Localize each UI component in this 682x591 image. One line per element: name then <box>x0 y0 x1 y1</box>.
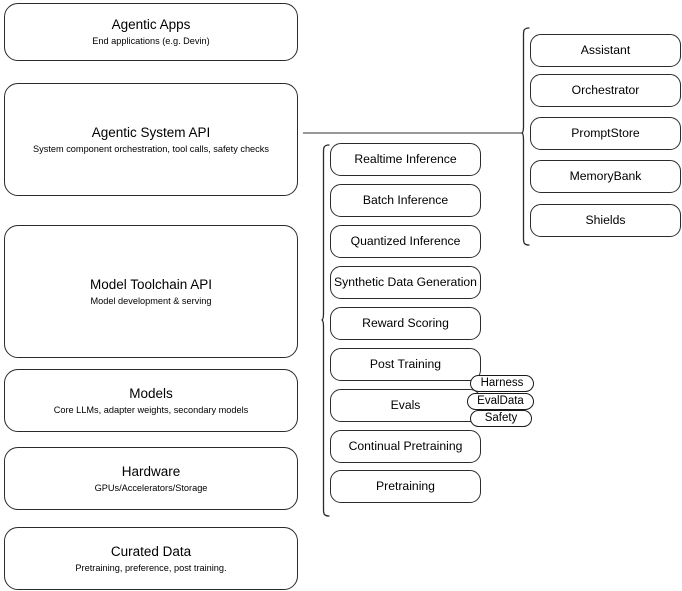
layer-title: Hardware <box>121 463 181 479</box>
toolchain-components-brace <box>321 144 330 517</box>
layer-box-hardware[interactable]: Hardware GPUs/Accelerators/Storage <box>4 447 298 510</box>
component-label: Orchestrator <box>571 83 640 97</box>
system-components-brace <box>521 27 530 246</box>
layer-box-agentic-apps[interactable]: Agentic Apps End applications (e.g. Devi… <box>4 3 298 61</box>
layer-title: Curated Data <box>110 543 192 559</box>
toolchain-component-post-training[interactable]: Post Training <box>330 348 481 381</box>
evals-pill-evaldata[interactable]: EvalData <box>467 393 534 410</box>
component-label: Batch Inference <box>362 193 449 207</box>
toolchain-component-reward-scoring[interactable]: Reward Scoring <box>330 307 481 340</box>
component-label: Shields <box>585 213 626 227</box>
layer-box-models[interactable]: Models Core LLMs, adapter weights, secon… <box>4 369 298 432</box>
component-label: Realtime Inference <box>354 152 457 166</box>
layer-title: Agentic Apps <box>111 17 191 32</box>
layer-subtitle: Pretraining, preference, post training. <box>75 562 227 573</box>
layer-box-curated-data[interactable]: Curated Data Pretraining, preference, po… <box>4 527 298 590</box>
layer-title: Models <box>129 385 173 401</box>
toolchain-component-evals[interactable]: Evals <box>330 389 481 422</box>
layer-subtitle: Core LLMs, adapter weights, secondary mo… <box>53 404 249 415</box>
layer-box-model-toolchain-api[interactable]: Model Toolchain API Model development & … <box>4 225 298 358</box>
layer-title: Model Toolchain API <box>89 276 213 292</box>
system-component-orchestrator[interactable]: Orchestrator <box>530 74 681 107</box>
component-label: Post Training <box>369 357 442 371</box>
component-label: Reward Scoring <box>362 316 449 330</box>
toolchain-component-realtime-inference[interactable]: Realtime Inference <box>330 143 481 176</box>
layer-subtitle: GPUs/Accelerators/Storage <box>94 482 208 493</box>
pill-label: Harness <box>480 376 524 389</box>
component-label: Assistant <box>580 43 631 57</box>
toolchain-component-continual-pretraining[interactable]: Continual Pretraining <box>330 430 481 463</box>
layer-subtitle: End applications (e.g. Devin) <box>92 36 210 46</box>
pill-label: Safety <box>484 411 518 424</box>
layer-subtitle: Model development & serving <box>90 295 212 306</box>
component-label: Quantized Inference <box>350 234 461 248</box>
component-label: Pretraining <box>376 479 435 493</box>
layer-box-agentic-system-api[interactable]: Agentic System API System component orch… <box>4 83 298 196</box>
evals-pill-safety[interactable]: Safety <box>470 410 532 427</box>
component-label: Evals <box>390 398 421 412</box>
toolchain-component-batch-inference[interactable]: Batch Inference <box>330 184 481 217</box>
toolchain-component-synthetic-data-generation[interactable]: Synthetic Data Generation <box>330 266 481 299</box>
toolchain-component-quantized-inference[interactable]: Quantized Inference <box>330 225 481 258</box>
layer-subtitle: System component orchestration, tool cal… <box>33 143 269 154</box>
component-label: MemoryBank <box>569 169 642 183</box>
toolchain-component-pretraining[interactable]: Pretraining <box>330 470 481 503</box>
system-component-shields[interactable]: Shields <box>530 204 681 237</box>
component-label: PromptStore <box>571 126 640 140</box>
component-label: Continual Pretraining <box>348 439 463 453</box>
system-component-promptstore[interactable]: PromptStore <box>530 117 681 150</box>
component-label: Synthetic Data Generation <box>334 275 477 289</box>
layer-title: Agentic System API <box>91 124 211 140</box>
evals-pill-harness[interactable]: Harness <box>470 375 534 392</box>
system-component-memorybank[interactable]: MemoryBank <box>530 160 681 193</box>
pill-label: EvalData <box>477 394 524 407</box>
system-component-assistant[interactable]: Assistant <box>530 34 681 67</box>
